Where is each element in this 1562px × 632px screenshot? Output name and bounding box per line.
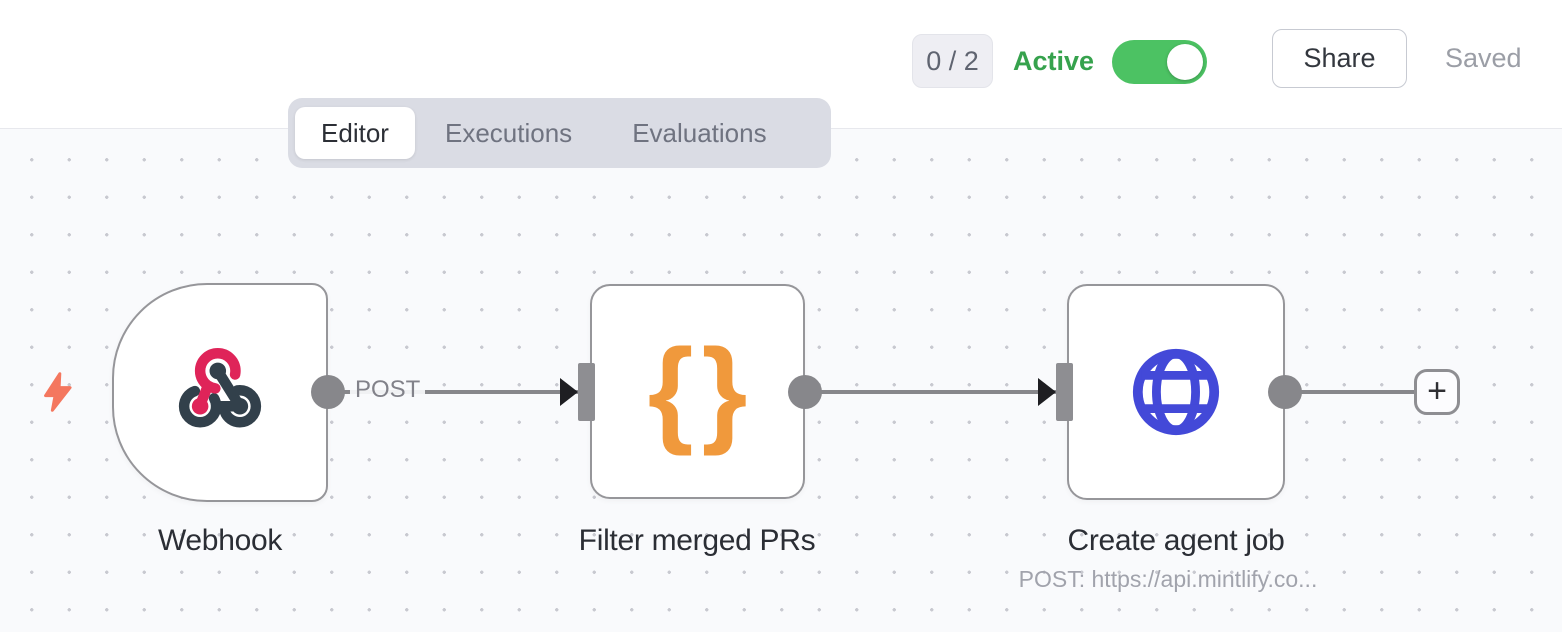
active-toggle-switch[interactable] — [1112, 40, 1207, 84]
http-input-arrow-icon — [1038, 378, 1056, 406]
connection-http-to-add — [1300, 390, 1414, 394]
execution-counter-value: 0 / 2 — [926, 45, 979, 76]
globe-icon — [1132, 348, 1220, 436]
connection-webhook-to-filter — [344, 390, 578, 394]
filter-input-arrow-icon — [560, 378, 578, 406]
tab-evaluations[interactable]: Evaluations — [632, 117, 767, 148]
active-status-label: Active — [1013, 45, 1095, 76]
node-http-label: Create agent job — [1067, 524, 1285, 557]
node-create-agent-job[interactable] — [1067, 284, 1285, 500]
curly-braces-icon: { } — [647, 325, 748, 458]
brace-open-glyph: { — [647, 325, 694, 458]
saved-status-text: Saved — [1445, 43, 1522, 73]
node-filter-merged-prs[interactable]: { } — [590, 284, 805, 499]
node-filter-label: Filter merged PRs — [578, 524, 816, 557]
lightning-bolt-icon — [44, 372, 72, 412]
http-output-endpoint[interactable] — [1268, 375, 1302, 409]
node-webhook[interactable] — [112, 283, 328, 502]
webhook-output-endpoint[interactable] — [311, 375, 345, 409]
webhook-icon — [178, 347, 262, 428]
filter-input-endpoint[interactable] — [578, 363, 595, 421]
connection-filter-to-http — [820, 390, 1056, 394]
plus-icon: + — [1427, 371, 1447, 410]
brace-close-glyph: } — [701, 325, 748, 458]
execution-counter-badge: 0 / 2 — [912, 34, 993, 88]
node-http-subtitle: POST: https://api.mintlify.co... — [1018, 566, 1318, 592]
filter-output-endpoint[interactable] — [788, 375, 822, 409]
tab-editor[interactable]: Editor — [295, 107, 415, 159]
webhook-output-method-label: POST — [350, 376, 426, 404]
node-webhook-label: Webhook — [157, 524, 283, 557]
http-input-endpoint[interactable] — [1056, 363, 1073, 421]
share-button[interactable]: Share — [1272, 29, 1407, 88]
tab-executions[interactable]: Executions — [445, 117, 573, 148]
toggle-knob — [1167, 44, 1203, 80]
view-tabbar: Editor Executions Evaluations — [288, 98, 831, 168]
add-node-button[interactable]: + — [1414, 369, 1460, 415]
